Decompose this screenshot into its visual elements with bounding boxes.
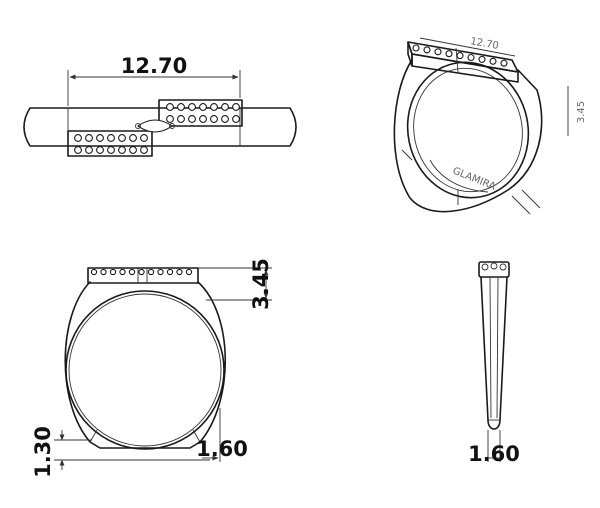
pave-stone	[199, 115, 207, 123]
pave-stone	[412, 44, 420, 52]
iso-dimension-width: 12.70	[469, 36, 499, 52]
front-view: 3.45 1.30 1.60	[31, 258, 273, 478]
pave-stone	[445, 50, 453, 58]
pave-stone	[221, 103, 229, 111]
pave-stone	[147, 268, 155, 276]
dimension-height-face: 3.45	[249, 258, 273, 310]
pave-stone	[128, 268, 136, 276]
pave-stone	[166, 268, 174, 276]
side-crown	[478, 261, 510, 278]
pave-stone	[74, 146, 82, 154]
pave-stone	[100, 268, 107, 276]
dimension-width-top: 12.70	[121, 54, 187, 78]
pave-stone	[467, 53, 475, 62]
channel-lower	[67, 130, 153, 157]
pave-stone	[96, 146, 104, 154]
dimension-shank-bottom: 1.30	[31, 426, 55, 478]
pave-stone	[107, 134, 115, 142]
side-view: 1.60	[468, 261, 520, 466]
pave-stone	[85, 146, 93, 154]
pave-stone	[500, 59, 508, 67]
pave-stone	[489, 57, 497, 65]
isometric-view: 12.70 3.45 GLAMIRA	[393, 36, 587, 215]
pave-stone	[434, 48, 442, 56]
pave-stone	[90, 268, 98, 276]
pave-stone	[210, 115, 218, 123]
pave-stone	[129, 134, 137, 142]
dimension-side-width: 1.60	[468, 442, 520, 466]
pave-stone	[107, 146, 115, 154]
pave-stone	[118, 134, 126, 142]
pave-stone	[232, 103, 240, 111]
front-stone-row	[90, 268, 193, 276]
iso-dimension-height: 3.45	[576, 101, 587, 123]
stamp-text: GLAMIRA	[451, 166, 497, 193]
marquise-stone	[137, 119, 173, 133]
pave-stone	[166, 115, 174, 123]
pave-stone	[176, 268, 183, 276]
top-stone-row	[74, 103, 240, 154]
pave-stone	[210, 103, 218, 111]
pave-stone	[157, 268, 164, 276]
top-view: 12.70	[23, 54, 297, 157]
pave-stone	[129, 146, 137, 154]
pave-stone	[85, 134, 93, 142]
pave-stone	[177, 103, 185, 111]
pave-stone	[140, 146, 148, 154]
pave-stone	[140, 134, 148, 142]
pave-stone	[109, 268, 117, 276]
pave-stone	[118, 146, 126, 154]
front-head	[87, 267, 199, 284]
pave-stone	[456, 52, 464, 60]
pave-stone	[119, 268, 126, 276]
iso-stone-row	[412, 44, 508, 67]
pave-stone	[478, 55, 486, 63]
pave-stone	[74, 134, 82, 142]
pave-stone	[188, 115, 196, 123]
pave-stone	[199, 103, 207, 111]
pave-stone	[177, 115, 185, 123]
pave-stone	[96, 134, 104, 142]
pave-stone	[188, 103, 196, 111]
channel-upper	[158, 99, 243, 127]
pave-stone	[423, 46, 431, 54]
pave-stone	[138, 268, 145, 276]
pave-stone	[166, 103, 174, 111]
pave-stone	[232, 115, 240, 123]
pave-stone	[221, 115, 229, 123]
pave-stone	[185, 268, 193, 276]
dimension-shank-width: 1.60	[196, 437, 248, 461]
